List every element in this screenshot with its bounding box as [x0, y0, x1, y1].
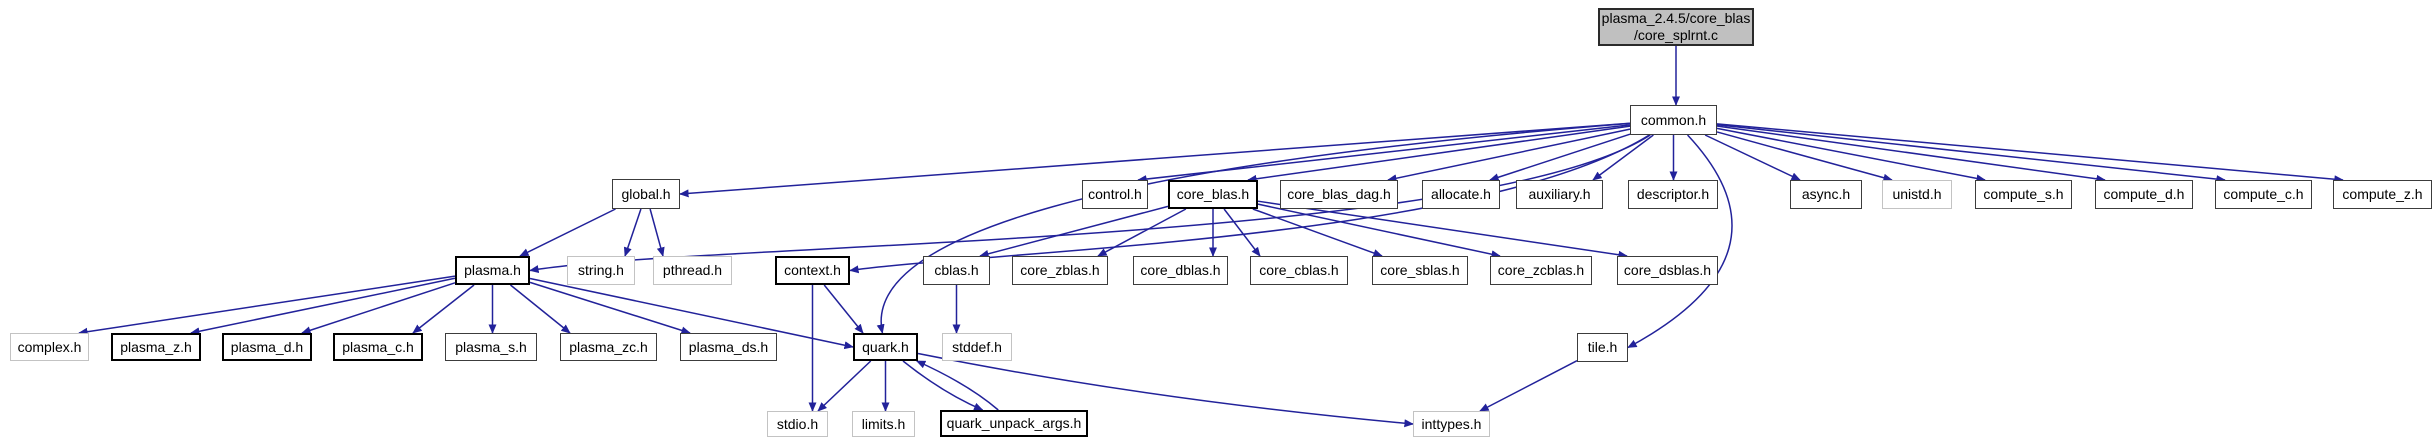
graph-node-core_dsblas[interactable]: core_dsblas.h: [1617, 256, 1718, 285]
graph-node-plasma[interactable]: plasma.h: [455, 256, 530, 285]
edge-plasma-to-plasma_ds: [529, 281, 691, 335]
edge-common-to-compute_c: [1716, 123, 2226, 184]
graph-node-tile[interactable]: tile.h: [1577, 333, 1628, 362]
graph-node-core_zcblas[interactable]: core_zcblas.h: [1490, 256, 1592, 285]
graph-node-stdio: stdio.h: [767, 411, 828, 437]
edge-common-to-allocate: [1489, 133, 1631, 182]
edge-common-to-quark: [876, 122, 1631, 334]
edge-common-to-core_blas: [1247, 125, 1631, 183]
edge-quark_unpack_args-to-quark: [915, 360, 999, 411]
graph-node-inttypes: inttypes.h: [1413, 411, 1490, 437]
edge-common-to-compute_s: [1716, 127, 1986, 183]
edge-quark-to-inttypes: [917, 352, 1414, 428]
graph-node-root: plasma_2.4.5/core_blas /core_splrnt.c: [1598, 8, 1754, 46]
edge-global-to-plasma: [519, 208, 616, 257]
edge-plasma-to-complex: [78, 275, 456, 336]
graph-node-core_sblas[interactable]: core_sblas.h: [1372, 256, 1468, 285]
graph-node-unistd: unistd.h: [1882, 180, 1952, 209]
edge-plasma-to-plasma_zc: [510, 284, 571, 334]
edge-plasma-to-quark: [529, 277, 854, 350]
graph-node-compute_s[interactable]: compute_s.h: [1975, 180, 2072, 209]
edge-quark-to-quark_unpack_args: [902, 360, 984, 411]
edge-common-to-tile: [1627, 134, 1733, 349]
graph-node-pthread: pthread.h: [653, 256, 732, 285]
graph-node-auxiliary[interactable]: auxiliary.h: [1516, 180, 1603, 209]
edge-core_blas-to-core_sblas: [1252, 208, 1383, 257]
edge-core_blas-to-cblas: [979, 205, 1169, 258]
graph-node-core_blas[interactable]: core_blas.h: [1168, 180, 1258, 209]
graph-node-quark[interactable]: quark.h: [853, 333, 918, 361]
edge-core_blas-to-core_dsblas: [1257, 200, 1628, 259]
graph-node-control[interactable]: control.h: [1082, 180, 1148, 209]
graph-node-complex: complex.h: [10, 333, 89, 361]
edge-common-to-compute_z: [1716, 123, 2344, 184]
edge-plasma-to-plasma_d: [301, 282, 456, 335]
graph-node-context[interactable]: context.h: [775, 256, 850, 285]
graph-node-plasma_d[interactable]: plasma_d.h: [222, 333, 312, 361]
edge-common-to-core_blas_dag: [1387, 128, 1631, 183]
edge-core_blas-to-core_zblas: [1097, 208, 1187, 257]
graph-node-plasma_ds[interactable]: plasma_ds.h: [680, 333, 777, 361]
edge-quark-to-stdio: [817, 360, 872, 412]
edge-common-to-compute_d: [1716, 125, 2106, 183]
graph-node-plasma_z[interactable]: plasma_z.h: [111, 333, 201, 361]
edge-common-to-unistd: [1716, 131, 1893, 182]
edge-plasma-to-plasma_c: [412, 284, 475, 334]
graph-node-plasma_zc[interactable]: plasma_zc.h: [560, 333, 657, 361]
graph-node-core_zblas[interactable]: core_zblas.h: [1012, 256, 1108, 285]
graph-node-core_blas_dag[interactable]: core_blas_dag.h: [1280, 180, 1398, 209]
graph-node-compute_z[interactable]: compute_z.h: [2333, 180, 2432, 209]
edge-global-to-pthread: [649, 208, 665, 257]
edge-tile-to-inttypes: [1479, 360, 1578, 412]
graph-node-stddef: stddef.h: [942, 333, 1012, 361]
graph-node-plasma_c[interactable]: plasma_c.h: [333, 333, 423, 361]
graph-node-async[interactable]: async.h: [1790, 180, 1862, 209]
graph-node-allocate[interactable]: allocate.h: [1422, 180, 1500, 209]
edge-plasma-to-plasma_z: [190, 277, 456, 336]
graph-node-plasma_s[interactable]: plasma_s.h: [445, 333, 537, 361]
graph-node-core_dblas[interactable]: core_dblas.h: [1133, 256, 1228, 285]
edge-common-to-plasma: [529, 134, 1651, 274]
edge-context-to-quark: [823, 284, 864, 334]
graph-node-cblas[interactable]: cblas.h: [923, 256, 990, 285]
edge-global-to-string: [623, 208, 642, 257]
graph-node-compute_c[interactable]: compute_c.h: [2215, 180, 2312, 209]
graph-node-common[interactable]: common.h: [1630, 105, 1717, 135]
edge-common-to-async: [1704, 134, 1801, 181]
edge-common-to-global: [679, 122, 1631, 198]
edge-common-to-auxiliary: [1592, 134, 1654, 181]
graph-node-string: string.h: [567, 256, 635, 285]
graph-node-global[interactable]: global.h: [612, 179, 680, 209]
graph-node-quark_unpack_args[interactable]: quark_unpack_args.h: [940, 410, 1088, 437]
edge-core_blas-to-core_cblas: [1223, 208, 1261, 257]
graph-node-descriptor[interactable]: descriptor.h: [1628, 180, 1718, 209]
graph-node-core_cblas[interactable]: core_cblas.h: [1250, 256, 1348, 285]
edge-core_blas-to-core_zcblas: [1257, 203, 1501, 259]
graph-node-limits: limits.h: [852, 411, 915, 437]
graph-node-compute_d[interactable]: compute_d.h: [2095, 180, 2193, 209]
